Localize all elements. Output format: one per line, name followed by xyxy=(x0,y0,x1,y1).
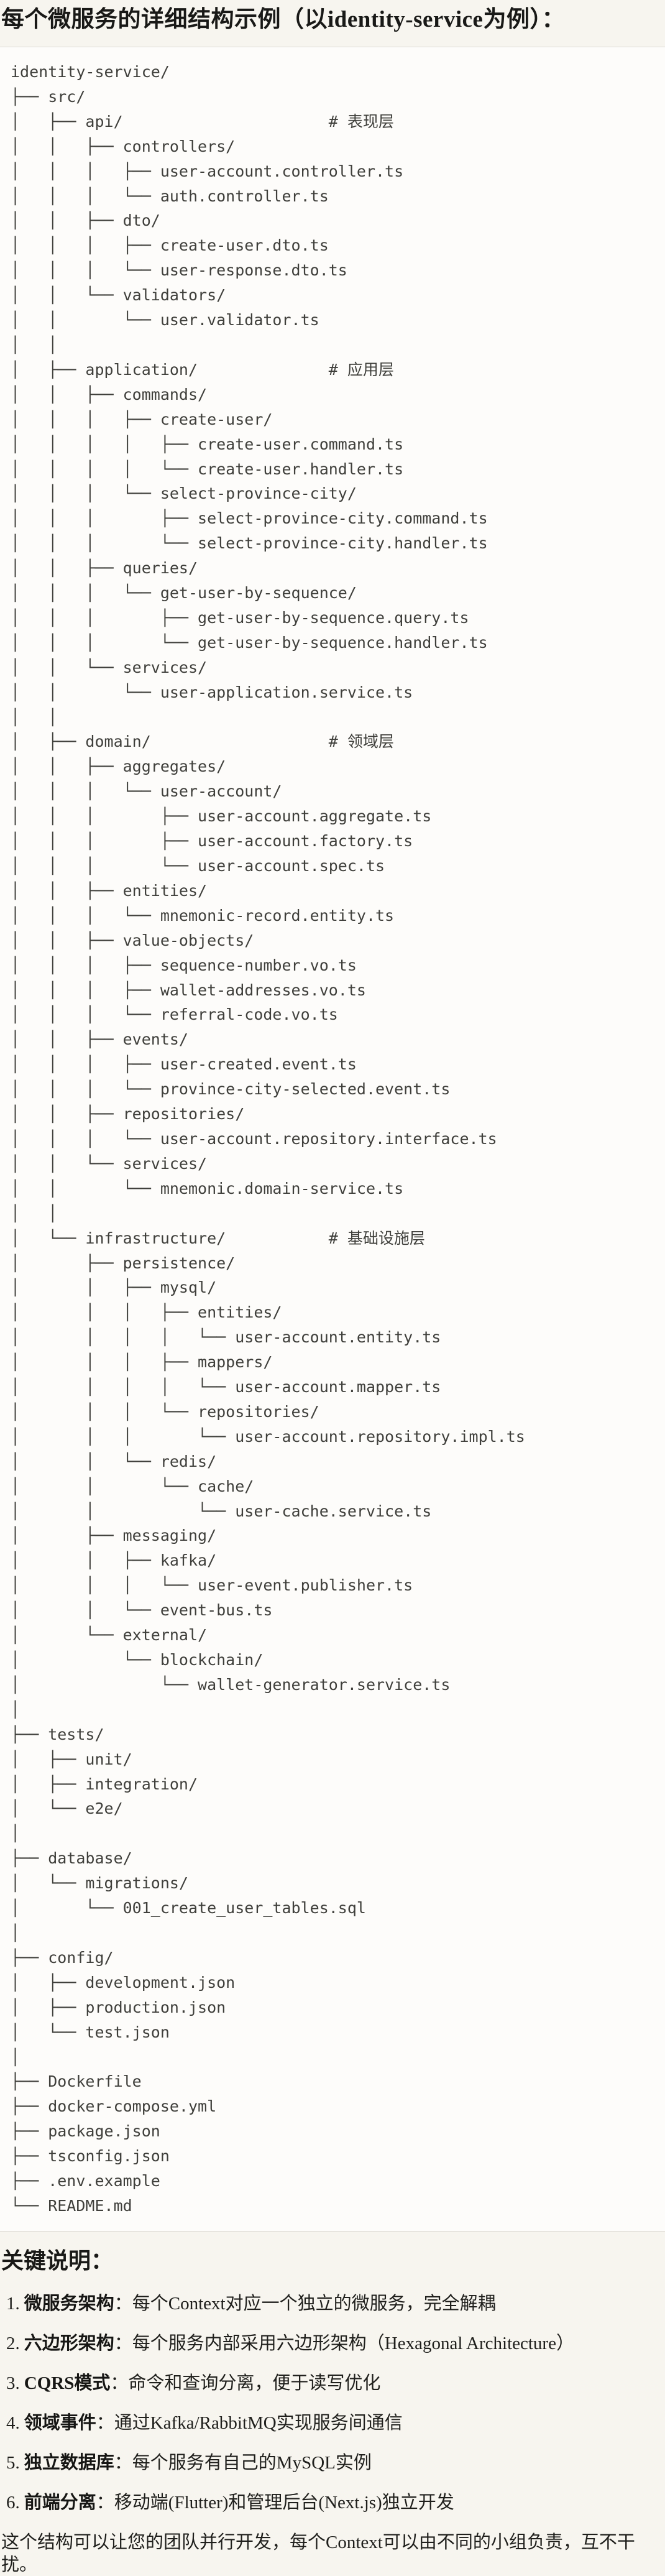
item-separator: ： xyxy=(114,2293,132,2314)
item-description: 命令和查询分离，便于读写优化 xyxy=(128,2373,381,2393)
item-number: 6. xyxy=(6,2492,20,2513)
list-item: 3.CQRS模式：命令和查询分离，便于读写优化 xyxy=(6,2372,665,2394)
item-number: 5. xyxy=(6,2452,20,2473)
item-description: 通过Kafka/RabbitMQ实现服务间通信 xyxy=(114,2412,403,2433)
item-separator: ： xyxy=(110,2373,129,2393)
item-description: 每个Context对应一个独立的微服务，完全解耦 xyxy=(132,2293,496,2314)
directory-tree-code-block: identity-service/ ├── src/ │ ├── api/ # … xyxy=(0,47,665,2232)
item-number: 4. xyxy=(6,2412,20,2433)
list-item: 5.独立数据库：每个服务有自己的MySQL实例 xyxy=(6,2452,665,2474)
item-description: 移动端(Flutter)和管理后台(Next.js)独立开发 xyxy=(114,2492,454,2513)
section-heading: 关键说明： xyxy=(1,2248,114,2273)
document-page: { "page": { "title": "每个微服务的详细结构示例（以iden… xyxy=(0,5,665,2575)
item-separator: ： xyxy=(114,2452,132,2473)
item-term: 独立数据库 xyxy=(24,2452,114,2473)
item-description: 每个服务有自己的MySQL实例 xyxy=(132,2452,372,2473)
item-term: 六边形架构 xyxy=(24,2333,114,2353)
footer-note: 这个结构可以让您的团队并行开发，每个Context可以由不同的小组负责，互不干扰… xyxy=(1,2532,635,2575)
item-number: 3. xyxy=(6,2373,20,2393)
item-description: 每个服务内部采用六边形架构（Hexagonal Architecture） xyxy=(132,2333,574,2353)
item-number: 2. xyxy=(6,2333,20,2353)
page-title: 每个微服务的详细结构示例（以identity-service为例）： xyxy=(1,7,565,32)
key-points-list: 1.微服务架构：每个Context对应一个独立的微服务，完全解耦 2.六边形架构… xyxy=(6,2292,665,2514)
list-item: 6.前端分离：移动端(Flutter)和管理后台(Next.js)独立开发 xyxy=(6,2491,665,2514)
list-item: 2.六边形架构：每个服务内部采用六边形架构（Hexagonal Architec… xyxy=(6,2332,665,2355)
list-item: 1.微服务架构：每个Context对应一个独立的微服务，完全解耦 xyxy=(6,2292,665,2315)
list-item: 4.领域事件：通过Kafka/RabbitMQ实现服务间通信 xyxy=(6,2412,665,2434)
item-separator: ： xyxy=(96,2492,114,2513)
item-term: CQRS模式 xyxy=(24,2373,111,2393)
item-term: 微服务架构 xyxy=(24,2293,114,2314)
item-number: 1. xyxy=(6,2293,20,2314)
item-separator: ： xyxy=(114,2333,132,2353)
item-separator: ： xyxy=(96,2412,114,2433)
item-term: 领域事件 xyxy=(24,2412,96,2433)
item-term: 前端分离 xyxy=(24,2492,96,2513)
